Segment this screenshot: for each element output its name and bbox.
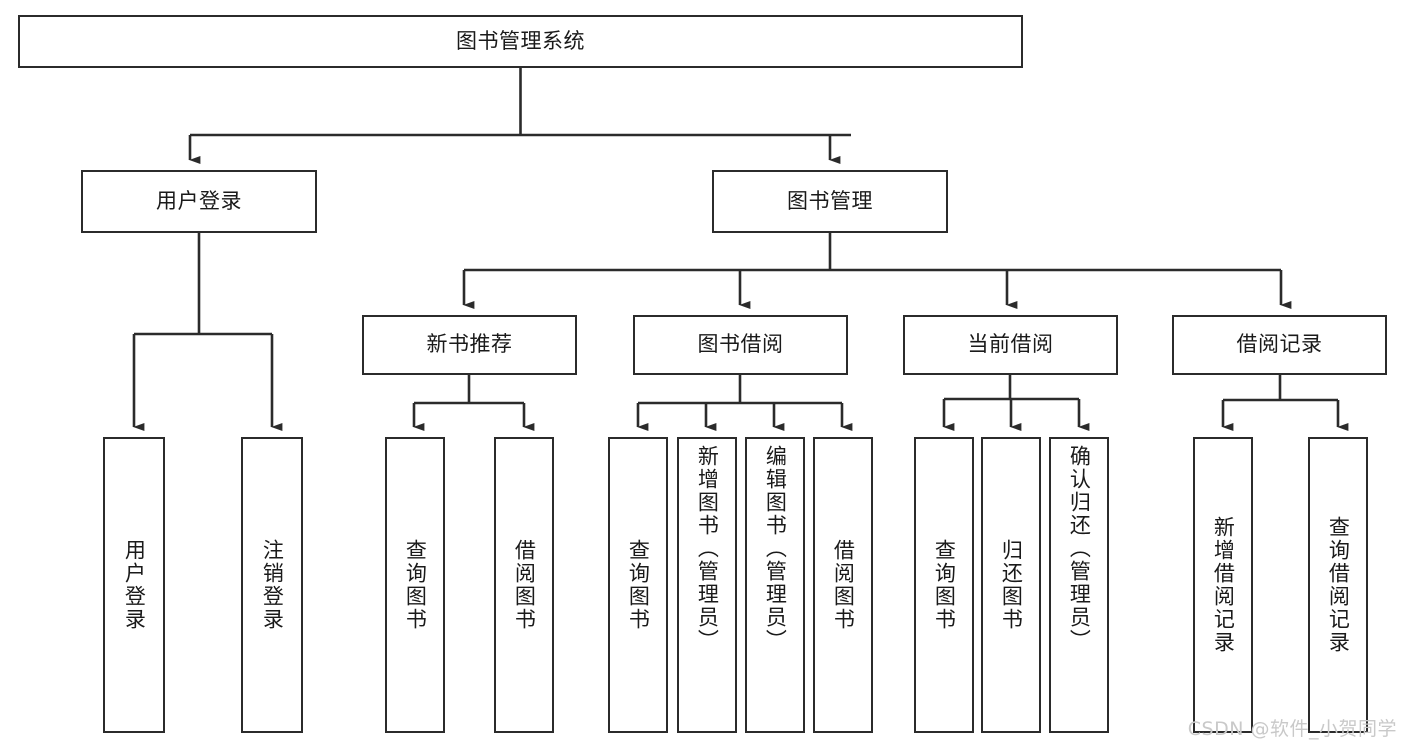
node-leaf-query-book-3-label: 查询图书 <box>932 539 957 631</box>
node-book-manage-label: 图书管理 <box>787 188 873 213</box>
node-leaf-query-book-2-label: 查询图书 <box>626 539 651 631</box>
node-leaf-user-login-label: 用户登录 <box>122 539 147 631</box>
node-leaf-query-book-1[interactable]: 查询图书 <box>385 437 445 733</box>
node-leaf-return-book-label: 归还图书 <box>999 539 1024 631</box>
node-leaf-add-book-label: 新增图书（管理员） <box>695 445 720 652</box>
node-book-manage[interactable]: 图书管理 <box>712 170 948 233</box>
node-leaf-add-record[interactable]: 新增借阅记录 <box>1193 437 1253 733</box>
node-root[interactable]: 图书管理系统 <box>18 15 1023 68</box>
node-leaf-borrow-book-2[interactable]: 借阅图书 <box>813 437 873 733</box>
node-current-borrow[interactable]: 当前借阅 <box>903 315 1118 375</box>
node-leaf-user-logout[interactable]: 注销登录 <box>241 437 303 733</box>
node-leaf-query-book-2[interactable]: 查询图书 <box>608 437 668 733</box>
node-leaf-confirm-return[interactable]: 确认归还（管理员） <box>1049 437 1109 733</box>
node-leaf-return-book[interactable]: 归还图书 <box>981 437 1041 733</box>
node-user-login-label: 用户登录 <box>156 188 242 213</box>
node-root-label: 图书管理系统 <box>456 28 585 53</box>
node-leaf-user-login[interactable]: 用户登录 <box>103 437 165 733</box>
node-book-borrow[interactable]: 图书借阅 <box>633 315 848 375</box>
node-leaf-user-logout-label: 注销登录 <box>260 539 285 631</box>
node-leaf-query-record-label: 查询借阅记录 <box>1326 516 1351 654</box>
node-leaf-query-book-3[interactable]: 查询图书 <box>914 437 974 733</box>
node-user-login[interactable]: 用户登录 <box>81 170 317 233</box>
node-leaf-query-book-1-label: 查询图书 <box>403 539 428 631</box>
node-leaf-borrow-book-2-label: 借阅图书 <box>831 539 856 631</box>
node-borrow-record[interactable]: 借阅记录 <box>1172 315 1387 375</box>
node-new-book-recommend[interactable]: 新书推荐 <box>362 315 577 375</box>
node-current-borrow-label: 当前借阅 <box>967 332 1054 357</box>
node-leaf-add-record-label: 新增借阅记录 <box>1211 516 1236 654</box>
node-leaf-edit-book-label: 编辑图书（管理员） <box>763 445 788 652</box>
node-leaf-confirm-return-label: 确认归还（管理员） <box>1067 445 1092 652</box>
node-new-book-recommend-label: 新书推荐 <box>426 332 513 357</box>
node-borrow-record-label: 借阅记录 <box>1236 332 1323 357</box>
node-leaf-edit-book[interactable]: 编辑图书（管理员） <box>745 437 805 733</box>
node-book-borrow-label: 图书借阅 <box>697 332 784 357</box>
node-leaf-borrow-book-1[interactable]: 借阅图书 <box>494 437 554 733</box>
node-leaf-add-book[interactable]: 新增图书（管理员） <box>677 437 737 733</box>
node-leaf-query-record[interactable]: 查询借阅记录 <box>1308 437 1368 733</box>
node-leaf-borrow-book-1-label: 借阅图书 <box>512 539 537 631</box>
